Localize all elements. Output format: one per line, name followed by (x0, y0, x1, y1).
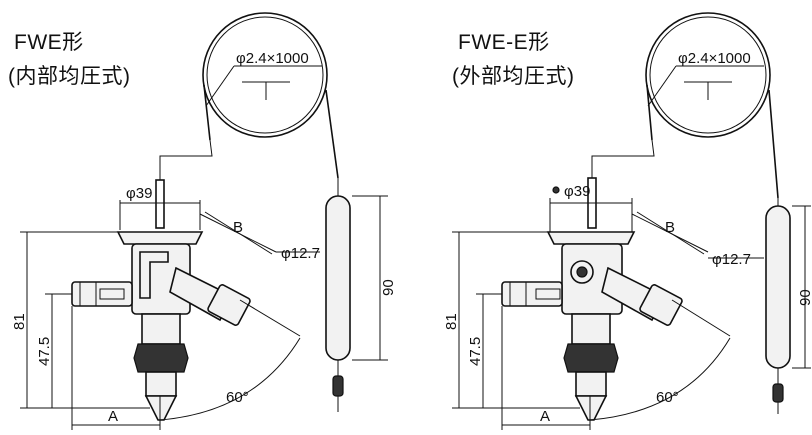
left-dim-90: 90 (380, 279, 397, 296)
left-valve-body (71, 179, 251, 421)
left-capillary-coil (159, 12, 339, 180)
left-capillary-dim: φ2.4×1000 (236, 50, 309, 67)
left-dim-A: A (108, 408, 118, 425)
right-dia-bulb: φ12.7 (712, 251, 751, 268)
left-model-title: FWE形 (14, 31, 84, 54)
right-capillary-coil (591, 12, 779, 199)
right-type-label: (外部均圧式) (452, 65, 575, 88)
right-dim-47-5: 47.5 (467, 337, 484, 366)
right-valve-body (501, 177, 683, 421)
left-dim-81: 81 (11, 313, 28, 330)
right-dim-81: 81 (443, 313, 460, 330)
left-dia-bulb: φ12.7 (281, 245, 320, 262)
right-dim-90: 90 (797, 289, 812, 306)
right-angle: 60° (656, 389, 679, 406)
left-dim-B: B (233, 219, 243, 236)
left-sensing-bulb (325, 178, 351, 412)
left-dia-valve: φ39 (126, 185, 152, 202)
left-drawing: φ2.4×1000 φ39 B (11, 12, 397, 430)
right-capillary-dim: φ2.4×1000 (678, 50, 751, 67)
right-dia-valve: φ39 (564, 183, 590, 200)
left-type-label: (内部均圧式) (8, 65, 131, 88)
right-sensing-bulb (765, 198, 791, 414)
left-angle: 60° (226, 389, 249, 406)
right-model-title: FWE-E形 (458, 31, 550, 54)
right-drawing: φ2.4×1000 φ39 B φ12.7 (443, 12, 812, 430)
right-dim-A: A (540, 408, 550, 425)
left-dim-47-5: 47.5 (36, 337, 53, 366)
right-dim-B: B (665, 219, 675, 236)
